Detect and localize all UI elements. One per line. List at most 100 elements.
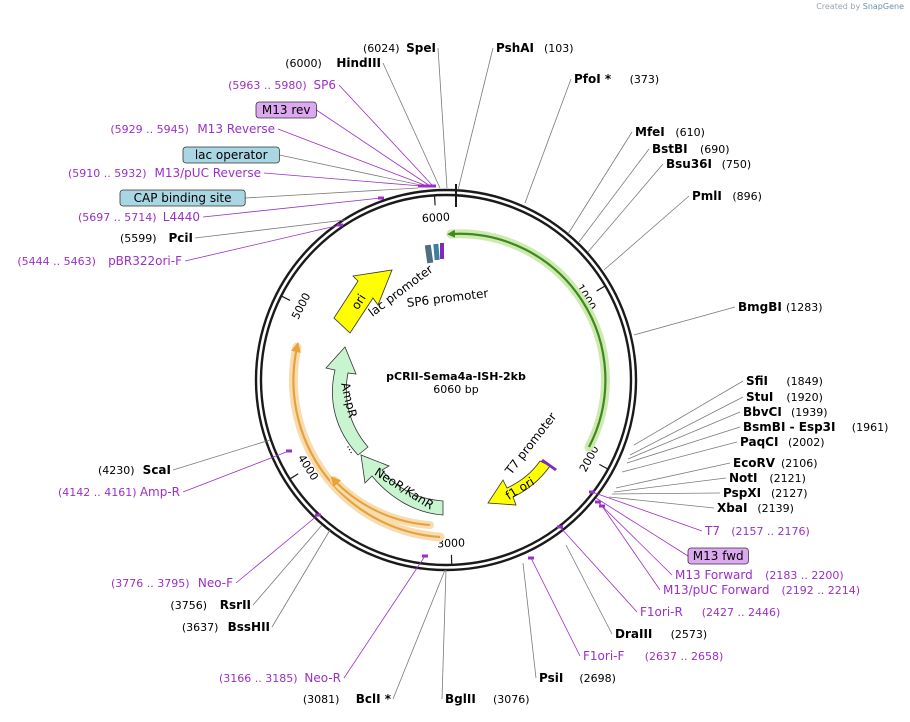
primer-neo-f[interactable]: Neo-F <box>198 576 233 590</box>
site-pos-noti: (2121) <box>769 472 806 485</box>
primer-range-m13-puc-reverse: (5910 .. 5932) <box>68 167 147 180</box>
site-bsshii[interactable]: BssHII <box>228 620 270 634</box>
site-bbvci[interactable]: BbvCI <box>743 405 782 419</box>
primer-neo-r[interactable]: Neo-R <box>304 671 341 685</box>
primer-m13-puc-forward[interactable]: M13/pUC Forward <box>663 583 770 597</box>
site-sfii[interactable]: SfiI <box>746 374 768 388</box>
site-hindiii[interactable]: HindIII <box>336 56 381 70</box>
insert-feature[interactable] <box>447 229 607 448</box>
primer-marks <box>286 184 605 560</box>
orange-feature-outer[interactable] <box>291 342 441 539</box>
leader-bsshii <box>271 529 331 628</box>
site-pos-mfei: (610) <box>675 126 705 139</box>
t7-promoter-feature[interactable] <box>541 459 557 471</box>
tick-5000 <box>280 295 291 302</box>
f1-ori-feature[interactable] <box>487 460 551 506</box>
site-stui[interactable]: StuI <box>746 390 773 404</box>
primer-range-sp6: (5963 .. 5980) <box>228 79 307 92</box>
primer-amp-r[interactable]: Amp-R <box>140 485 180 499</box>
site-bstbi[interactable]: BstBI <box>652 142 688 156</box>
leader-mfei <box>567 131 633 235</box>
site-pmli[interactable]: PmlI <box>692 189 722 203</box>
leader-bbvci <box>627 411 741 460</box>
site-pshai[interactable]: PshAI <box>496 41 534 55</box>
tick-label-6000: 6000 <box>422 210 451 225</box>
primer-range-l4440: (5697 .. 5714) <box>78 211 157 224</box>
ori-feature[interactable] <box>333 269 393 334</box>
primer-range-t7: (2157 .. 2176) <box>731 525 810 538</box>
insert-highlight <box>446 229 610 452</box>
site-pos-rsrii: (3756) <box>170 599 207 612</box>
sp6-promoter-feature[interactable] <box>440 243 444 259</box>
site-xbai[interactable]: XbaI <box>717 501 747 515</box>
site-mfei[interactable]: MfeI <box>635 125 665 139</box>
feature-box-m13-fwd[interactable] <box>687 547 749 565</box>
site-bcli[interactable]: BclI * <box>356 692 392 706</box>
tick-1000 <box>596 285 606 292</box>
feature-box-m13-rev[interactable] <box>255 101 317 119</box>
primer-m13-reverse[interactable]: M13 Reverse <box>197 122 275 136</box>
leader-pspxi <box>611 492 721 495</box>
primer-mark-f1ori-r <box>557 525 563 529</box>
site-pos-draiii: (2573) <box>671 628 708 641</box>
site-pos-psii: (2698) <box>579 672 616 685</box>
site-bmgbi[interactable]: BmgBI <box>738 300 782 314</box>
leader-xbai <box>608 496 715 509</box>
site-pos-spei: (6024) <box>363 42 400 55</box>
tick-4000 <box>289 473 299 480</box>
primer-l4440[interactable]: L4440 <box>163 210 200 224</box>
site-pos-bstbi: (690) <box>700 143 730 156</box>
primer-f1ori-r[interactable]: F1ori-R <box>640 605 683 619</box>
site-pcii[interactable]: PciI <box>169 231 194 245</box>
site-noti[interactable]: NotI <box>729 471 758 485</box>
site-psii[interactable]: PsiI <box>539 671 563 685</box>
orange-feature-inner[interactable] <box>330 476 431 526</box>
primer-sp6[interactable]: SP6 <box>314 78 337 92</box>
site-pos-ecorv: (2106) <box>781 457 818 470</box>
site-bsmbi-esp3i[interactable]: BsmBI - Esp3I <box>743 420 835 434</box>
primer-m13-puc-reverse[interactable]: M13/pUC Reverse <box>155 166 262 180</box>
primer-mark-m13-puc-forward <box>599 504 605 508</box>
box-leader-lac-operator <box>279 154 426 187</box>
primer-pbr322ori-f[interactable]: pBR322ori-F <box>108 254 182 268</box>
feature-box-label-lac-operator: lac operator <box>195 148 268 162</box>
leader-ecorv <box>615 462 731 489</box>
site-scai[interactable]: ScaI <box>143 463 171 477</box>
site-ecorv[interactable]: EcoRV <box>733 456 776 470</box>
primer-mark-f1ori-f <box>528 556 534 560</box>
leader-bglii <box>441 569 447 700</box>
site-spei[interactable]: SpeI <box>406 41 436 55</box>
leader-sfii <box>633 380 744 446</box>
primer-t7[interactable]: T7 <box>704 524 720 538</box>
site-pos-stui: (1920) <box>786 391 823 404</box>
leader-noti <box>613 477 727 493</box>
site-pfoi[interactable]: PfoI * <box>574 72 612 86</box>
primer-leader-l4440 <box>202 197 382 218</box>
site-pos-bsshii: (3637) <box>182 621 219 634</box>
feature-box-cap-binding-site[interactable] <box>119 189 246 207</box>
site-draiii[interactable]: DraIII <box>615 627 652 641</box>
site-rsrii[interactable]: RsrII <box>220 598 251 612</box>
primer-leader-m13-puc-forward <box>601 505 661 591</box>
primer-m13-forward[interactable]: M13 Forward <box>675 568 753 582</box>
site-bsu36i[interactable]: Bsu36I <box>666 157 712 171</box>
primer-f1ori-f[interactable]: F1ori-F <box>583 649 624 663</box>
site-pspxi[interactable]: PspXI <box>723 486 761 500</box>
f1-ori-label: f1 ori <box>503 474 537 502</box>
primer-range-neo-f: (3776 .. 3795) <box>111 577 190 590</box>
site-bglii[interactable]: BglII <box>445 692 476 706</box>
lac-promoter-feature[interactable] <box>424 244 434 264</box>
ampr-feature[interactable] <box>325 346 369 456</box>
feature-box-label-m13-rev: M13 rev <box>262 103 311 117</box>
primer-range-amp-r: (4142 .. 4161) <box>58 486 137 499</box>
cap-site-feature[interactable] <box>433 243 440 261</box>
primer-mark-neo-f <box>315 513 321 517</box>
neo-kanr-feature[interactable] <box>360 454 444 516</box>
feature-box-lac-operator[interactable] <box>182 146 280 164</box>
site-pos-bglii: (3076) <box>493 693 530 706</box>
site-paqci[interactable]: PaqCI <box>740 435 778 449</box>
primer-leader-sp6 <box>338 84 434 187</box>
snapgene-credit: Created by SnapGene <box>816 2 904 11</box>
feature-box-label-m13-fwd: M13 fwd <box>693 549 744 563</box>
primer-leader-f1ori-r <box>559 526 638 613</box>
